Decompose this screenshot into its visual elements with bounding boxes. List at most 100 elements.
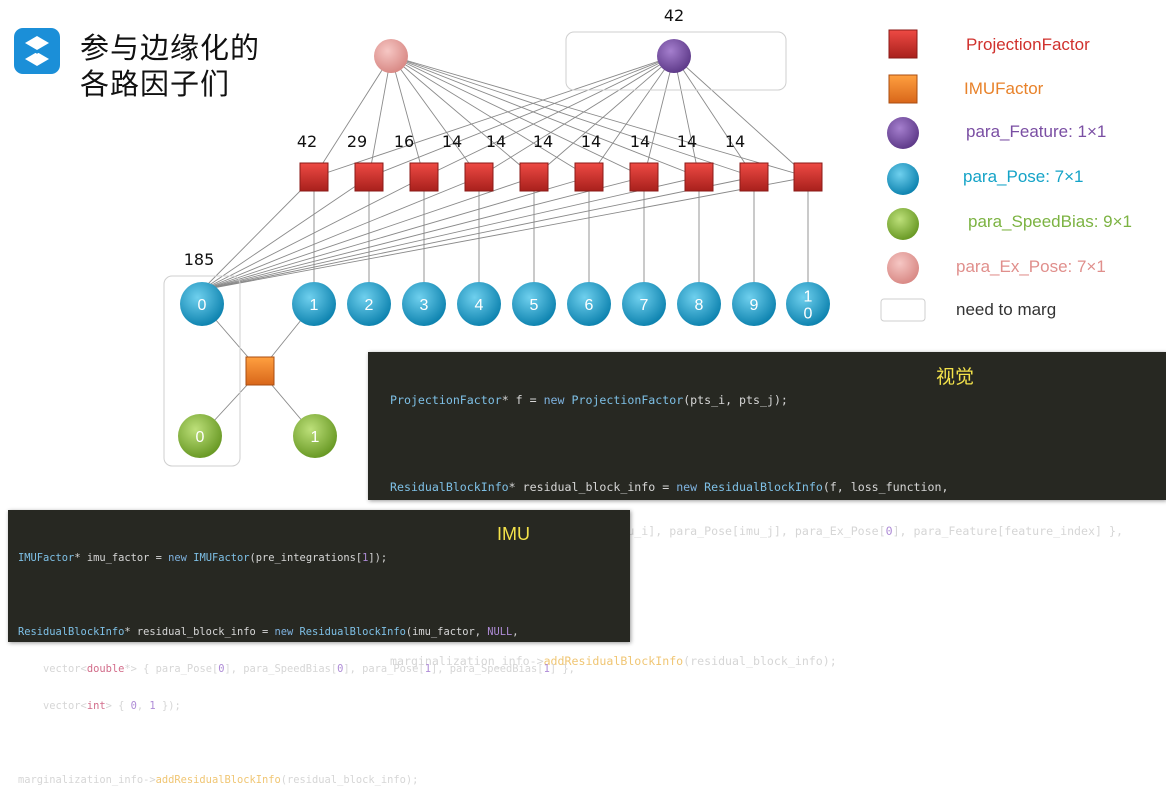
- code-line: ProjectionFactor* f = new ProjectionFact…: [390, 393, 788, 407]
- ex-pose-edge: [390, 55, 700, 178]
- slide-title: 参与边缘化的 各路因子们: [80, 30, 260, 102]
- legend-ex-pose: para_Ex_Pose: 7×1: [956, 257, 1106, 276]
- projection-factor-node: [409, 162, 439, 192]
- projection-factor-node: [299, 162, 329, 192]
- pose0-count-label: 185: [183, 250, 215, 269]
- speedbias-node: [293, 414, 337, 458]
- imu-code-block: IMUFactor* imu_factor = new IMUFactor(pr…: [8, 510, 630, 786]
- pose-node: [402, 282, 446, 326]
- pose-node-label: 0: [804, 306, 813, 323]
- graph-edges: [199, 55, 809, 437]
- projection-factor-node: [464, 162, 494, 192]
- pose0-edge: [201, 176, 809, 291]
- feature-edge: [533, 55, 675, 178]
- feature-marg-box: [565, 31, 787, 91]
- imu-factor-legend-icon: [888, 74, 918, 104]
- marg-box-legend-icon: [880, 298, 926, 322]
- factor-count-label: 14: [485, 132, 507, 151]
- factor-count-label: 14: [724, 132, 746, 151]
- pose-node: [677, 282, 721, 326]
- marg-boxes: [163, 31, 787, 467]
- ex-pose-node: [374, 39, 408, 73]
- pose0-edge: [201, 176, 755, 291]
- speedbias-node: [178, 414, 222, 458]
- projection-factor-legend-icon: [888, 29, 918, 59]
- projection-factor-node: [519, 162, 549, 192]
- feature-legend-icon: [887, 117, 919, 149]
- ex-pose-edge: [390, 55, 645, 178]
- legend-need-to-marg: need to marg: [956, 300, 1057, 319]
- ex-pose-edge: [390, 55, 480, 178]
- legend-projection-factor: ProjectionFactor: [966, 35, 1090, 54]
- projection-factor-node: [629, 162, 659, 192]
- projection-factor-node: [354, 162, 384, 192]
- visual-code-block: ProjectionFactor* f = new ProjectionFact…: [368, 352, 1166, 668]
- visual-tag: 视觉: [936, 367, 975, 388]
- pose-node-label: 4: [475, 297, 484, 314]
- legend-imu-factor: IMUFactor: [964, 79, 1044, 98]
- pose0-edge: [201, 176, 700, 291]
- feature-edge: [478, 55, 675, 178]
- ex-pose-edge: [390, 55, 425, 178]
- feature-edge: [368, 55, 675, 178]
- title-line-1: 参与边缘化的: [80, 31, 261, 65]
- ex-pose-edge: [313, 55, 392, 178]
- legend-feature: para_Feature: 1×1: [966, 122, 1107, 141]
- legend-pose: para_Pose: 7×1: [963, 167, 1084, 186]
- code-line: ResidualBlockInfo* residual_block_info =…: [390, 480, 949, 494]
- code-line: vector<int> { 0, 1 });: [18, 700, 181, 712]
- factor-count-label: 14: [676, 132, 698, 151]
- factor-count-label: 14: [629, 132, 651, 151]
- code-line: marginalization_info->addResidualBlockIn…: [18, 774, 419, 786]
- projection-factor-node: [574, 162, 604, 192]
- feature-edge: [673, 55, 755, 178]
- pose-node-label: 5: [530, 297, 539, 314]
- pose-node-label: 0: [198, 297, 207, 314]
- factor-count-label: 16: [393, 132, 415, 151]
- ex-pose-edge: [390, 55, 535, 178]
- projection-factor-node: [684, 162, 714, 192]
- pose0-edge: [201, 176, 425, 291]
- pose-node-label: 9: [750, 297, 759, 314]
- feature-edge: [423, 55, 675, 178]
- code-line: IMUFactor* imu_factor = new IMUFactor(pr…: [18, 552, 388, 564]
- ex-pose-edge: [390, 55, 755, 178]
- pose0-edge: [201, 176, 645, 291]
- pose-node: [732, 282, 776, 326]
- ex-pose-edge: [390, 55, 590, 178]
- pose-node: [457, 282, 501, 326]
- pose-node-label: 6: [585, 297, 594, 314]
- pose-node: [347, 282, 391, 326]
- feature-edge: [313, 55, 675, 178]
- factor-count-label: 29: [346, 132, 368, 151]
- pose-node: [180, 282, 224, 326]
- pose-node: [622, 282, 666, 326]
- pose-node-label: 8: [695, 297, 704, 314]
- feature-edge: [588, 55, 675, 178]
- speedbias-node-label: 1: [311, 429, 320, 446]
- pose-node-label: 3: [420, 297, 429, 314]
- pose-node-label: 2: [365, 297, 374, 314]
- speedbias-legend-icon: [887, 208, 919, 240]
- pose-node: [786, 282, 830, 326]
- title-line-2: 各路因子们: [80, 67, 231, 101]
- pose-node-label: 1: [310, 297, 319, 314]
- pose-node: [567, 282, 611, 326]
- projection-factor-node: [793, 162, 823, 192]
- pose0-edge: [201, 176, 535, 291]
- pose0-edge: [201, 176, 315, 291]
- pose-node-label: 1: [804, 289, 813, 306]
- feature-edge: [673, 55, 809, 178]
- projection-factor-node: [739, 162, 769, 192]
- pose0-edge: [201, 176, 590, 291]
- imu-factor-node: [245, 356, 275, 386]
- code-line: ResidualBlockInfo* residual_block_info =…: [18, 626, 519, 638]
- pose0-marg-box: [163, 275, 241, 467]
- ex-pose-edge: [390, 55, 809, 178]
- pose-node: [292, 282, 336, 326]
- factor-count-label: 14: [580, 132, 602, 151]
- pose0-edge: [201, 176, 480, 291]
- feature-edge: [643, 55, 675, 178]
